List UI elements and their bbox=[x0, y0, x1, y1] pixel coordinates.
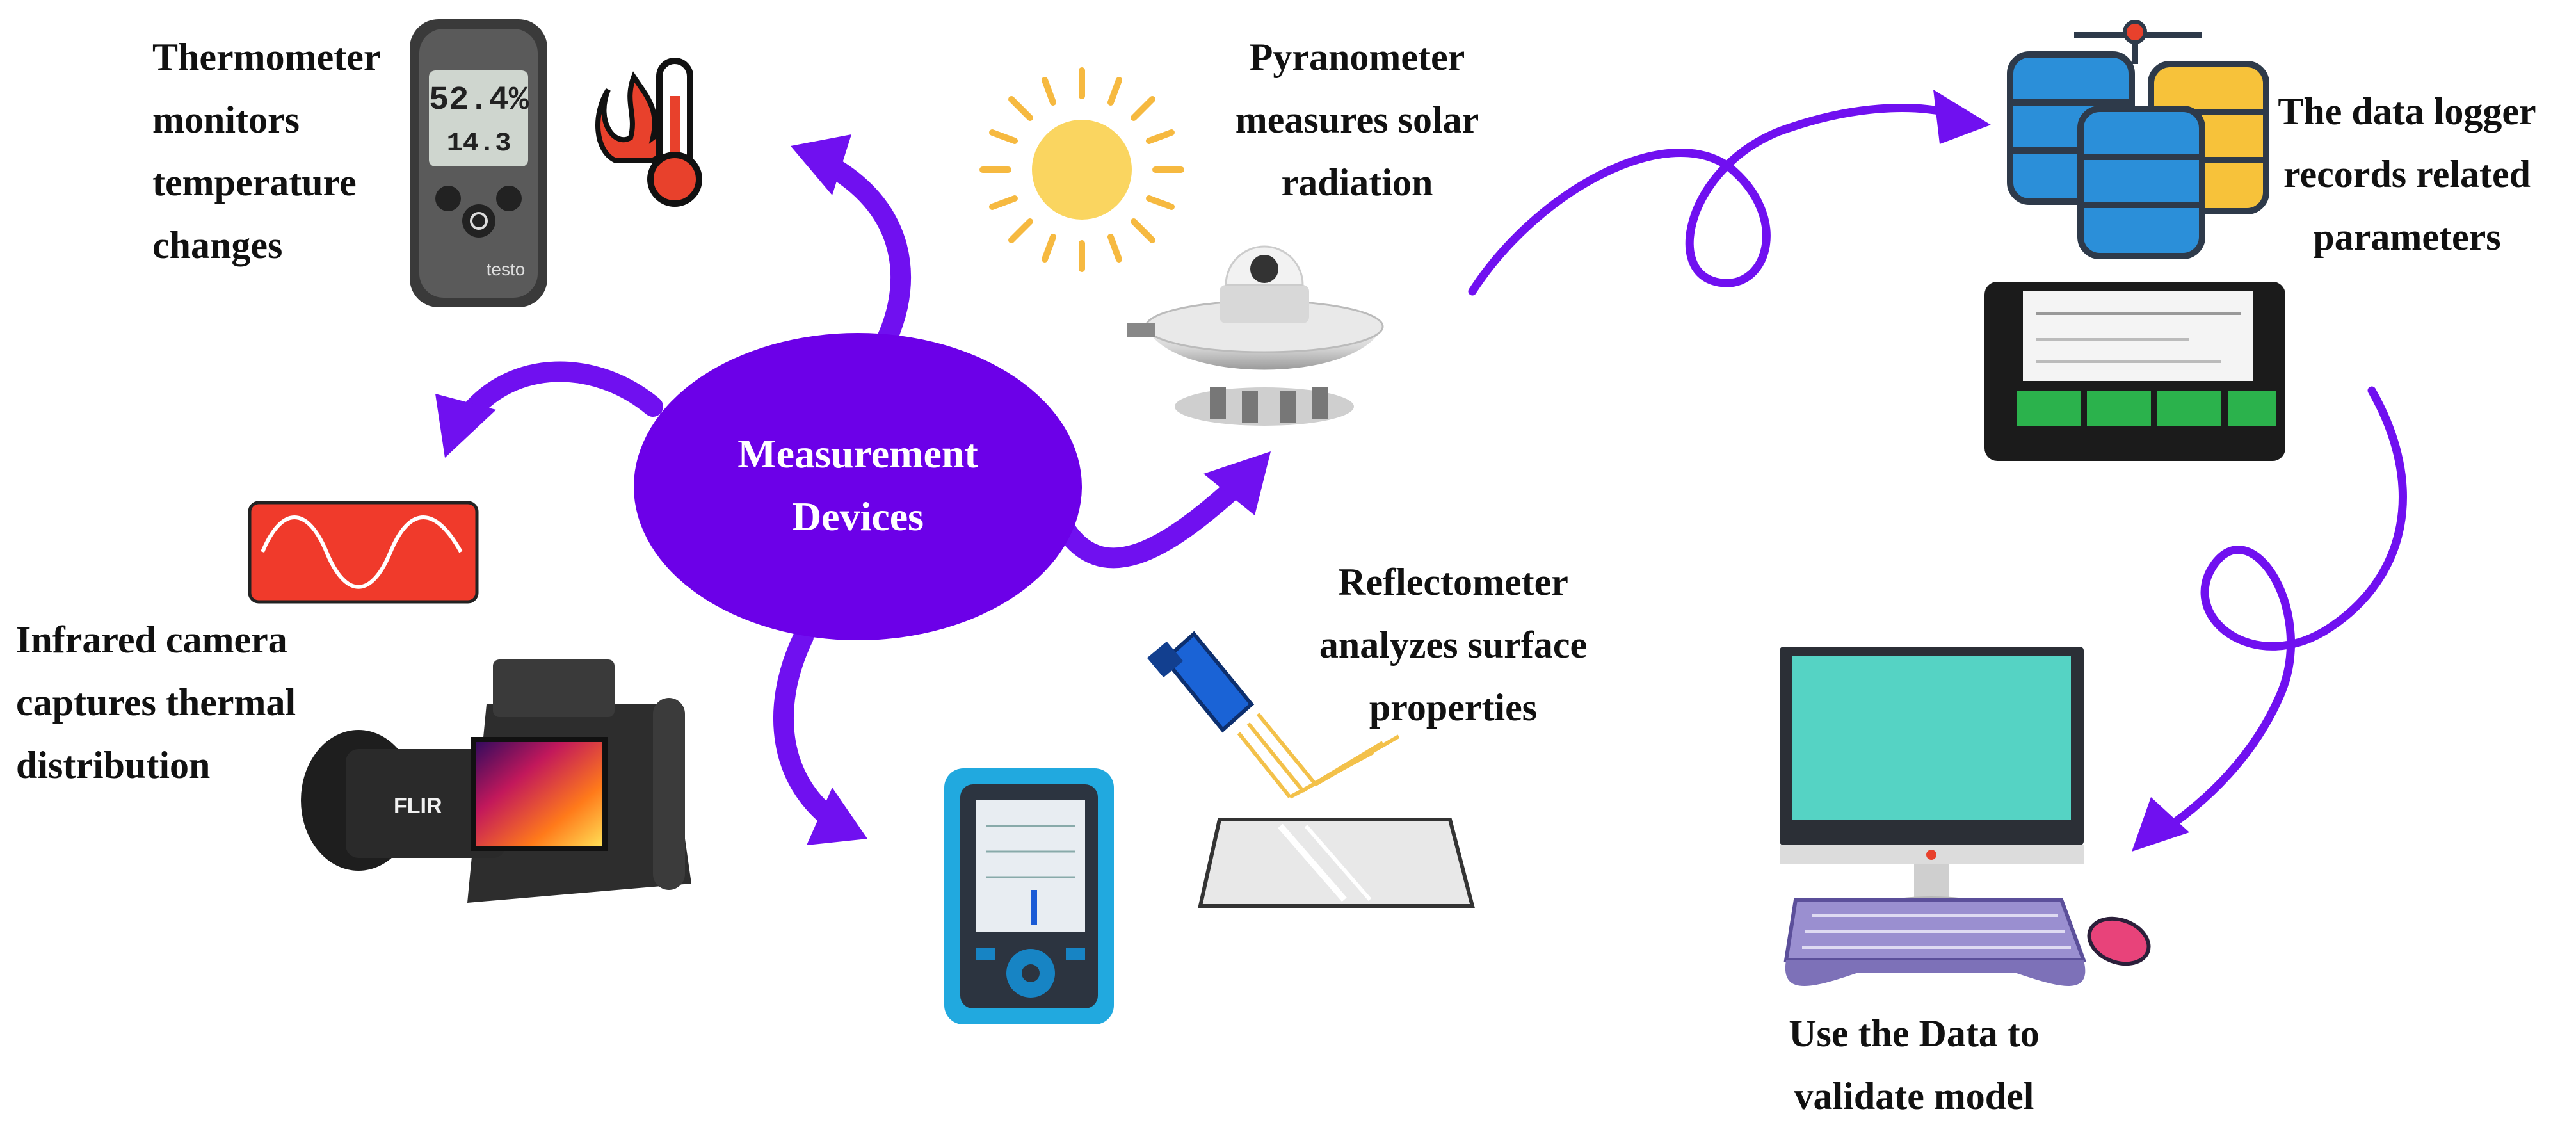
center-title-line-2: Devices bbox=[791, 494, 924, 539]
label-reflectometer-line-1: Reflectometer bbox=[1338, 561, 1568, 603]
database-icon bbox=[2007, 20, 2269, 259]
arrow-head-infrared bbox=[435, 394, 496, 458]
label-thermometer-line-2: monitors bbox=[152, 99, 300, 141]
reflectometer-handheld-icon bbox=[944, 768, 1114, 1024]
label-data-logger-line-3: parameters bbox=[2313, 216, 2501, 258]
arrow-head-computer bbox=[2132, 797, 2189, 852]
arrows-group bbox=[435, 90, 2407, 852]
center-title: Measurement Devices bbox=[634, 423, 1082, 548]
arrow-to-infrared bbox=[457, 361, 663, 426]
measurement-devices-ellipse bbox=[634, 333, 1082, 640]
label-infrared-line-2: captures thermal bbox=[16, 681, 296, 724]
label-thermometer: Thermometer monitors temperature changes bbox=[152, 26, 380, 277]
arrow-to-handheld bbox=[773, 627, 842, 830]
data-logger-icon bbox=[1984, 282, 2285, 461]
arrow-head-pyranometer bbox=[1203, 451, 1271, 515]
thermometer-brand: testo bbox=[487, 259, 526, 279]
arrow-head-data-logger bbox=[1933, 90, 1991, 144]
label-data-logger-line-1: The data logger bbox=[2278, 90, 2536, 133]
waveform-icon bbox=[248, 501, 479, 604]
keyboard-icon bbox=[1783, 898, 2087, 986]
center-title-line-1: Measurement bbox=[737, 431, 978, 476]
label-infrared: Infrared camera captures thermal distrib… bbox=[16, 608, 296, 796]
thermometer-device-icon: 52.4% 14.3 testo bbox=[410, 19, 547, 307]
sun-icon bbox=[979, 67, 1184, 272]
infrared-camera-icon: FLIR bbox=[301, 659, 691, 903]
label-pyranometer: Pyranometer measures solar radiation bbox=[1191, 26, 1524, 214]
arrow-to-data-logger bbox=[1468, 104, 1963, 296]
label-data-logger-line-2: records related bbox=[2283, 153, 2531, 195]
computer-monitor-icon bbox=[1780, 647, 2084, 909]
label-reflectometer-line-3: properties bbox=[1369, 686, 1538, 729]
label-validate-line-2: validate model bbox=[1794, 1075, 2034, 1117]
label-thermometer-line-3: temperature bbox=[152, 161, 357, 204]
label-infrared-line-1: Infrared camera bbox=[16, 619, 287, 661]
label-reflectometer-line-2: analyzes surface bbox=[1319, 624, 1588, 666]
label-pyranometer-line-2: measures solar bbox=[1235, 99, 1479, 141]
label-validate: Use the Data to validate model bbox=[1741, 1002, 2087, 1128]
pyranometer-icon bbox=[1127, 245, 1384, 426]
arrow-head-handheld bbox=[807, 788, 867, 845]
label-infrared-line-3: distribution bbox=[16, 744, 211, 786]
label-validate-line-1: Use the Data to bbox=[1789, 1012, 2040, 1055]
thermometer-readout-1: 52.4% bbox=[429, 81, 529, 119]
label-thermometer-line-1: Thermometer bbox=[152, 36, 381, 78]
label-reflectometer: Reflectometer analyzes surface propertie… bbox=[1274, 551, 1632, 739]
arrow-to-pyranometer bbox=[1052, 476, 1246, 569]
arrow-head-thermometer bbox=[791, 134, 851, 195]
flashlight-icon bbox=[1147, 631, 1400, 799]
mouse-icon bbox=[2087, 916, 2151, 966]
camera-brand: FLIR bbox=[394, 794, 442, 818]
arrow-to-computer bbox=[2156, 386, 2407, 837]
reflective-surface-icon bbox=[1198, 818, 1475, 908]
hot-temperature-icon bbox=[595, 58, 702, 207]
label-pyranometer-line-1: Pyranometer bbox=[1249, 36, 1465, 78]
label-thermometer-line-4: changes bbox=[152, 224, 283, 266]
label-pyranometer-line-3: radiation bbox=[1281, 161, 1433, 204]
label-data-logger: The data logger records related paramete… bbox=[2247, 80, 2567, 268]
thermometer-readout-2: 14.3 bbox=[447, 128, 511, 159]
arrow-to-thermometer bbox=[816, 153, 912, 350]
